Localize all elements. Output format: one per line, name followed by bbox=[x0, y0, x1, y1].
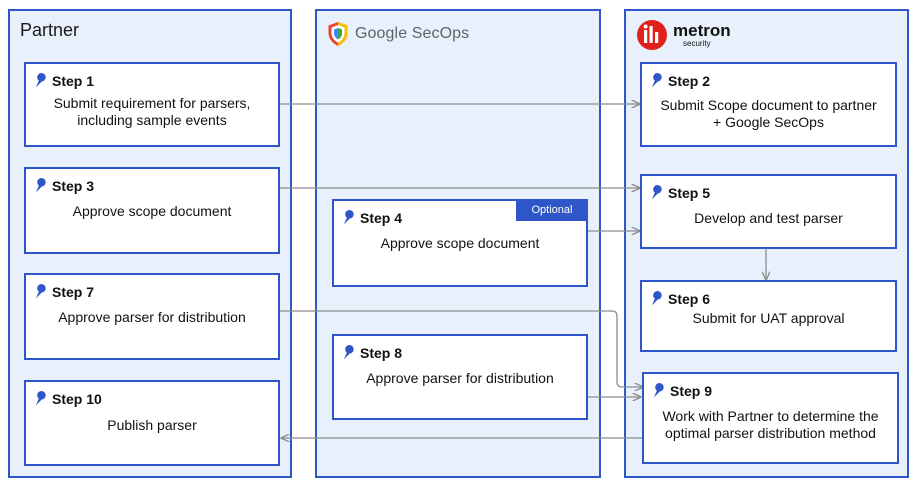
step-description: Publish parser bbox=[107, 417, 197, 433]
pushpin-icon bbox=[35, 283, 46, 299]
step-7-box: Step 7 Approve parser for distribution bbox=[24, 273, 280, 360]
step-description: Submit for UAT approval bbox=[692, 310, 845, 326]
metron-brand-subtext: security bbox=[683, 39, 711, 48]
pushpin-icon bbox=[35, 390, 46, 406]
lane-title-partner: Partner bbox=[20, 20, 80, 40]
google-secops-logo: Google SecOps bbox=[327, 20, 469, 48]
metron-logo: metron security bbox=[636, 18, 731, 52]
pushpin-icon bbox=[651, 290, 662, 306]
step-4-box: Optional Step 4 Approve scope document bbox=[332, 199, 588, 287]
step-9-box: Step 9 Work with Partner to determine th… bbox=[642, 372, 899, 464]
step-title: Step 4 bbox=[360, 209, 403, 226]
step-title: Step 9 bbox=[670, 382, 713, 399]
pushpin-icon bbox=[651, 72, 662, 88]
pushpin-icon bbox=[653, 382, 664, 398]
step-title: Step 1 bbox=[52, 72, 95, 89]
step-3-box: Step 3 Approve scope document bbox=[24, 167, 280, 254]
google-secops-brand-text: Google SecOps bbox=[355, 25, 470, 42]
pushpin-icon bbox=[35, 177, 46, 193]
metron-brand-text: metron bbox=[673, 21, 731, 40]
step-description: Approve scope document bbox=[72, 203, 232, 219]
step-8-box: Step 8 Approve parser for distribution bbox=[332, 334, 588, 420]
step-description: Submit requirement for parsers,including… bbox=[53, 95, 251, 128]
step-title: Step 6 bbox=[668, 290, 711, 307]
pushpin-icon bbox=[651, 184, 662, 200]
step-description: Approve parser for distribution bbox=[58, 309, 246, 325]
step-6-box: Step 6 Submit for UAT approval bbox=[640, 280, 897, 352]
pushpin-icon bbox=[35, 72, 46, 88]
step-description: Approve parser for distribution bbox=[366, 370, 554, 386]
step-5-box: Step 5 Develop and test parser bbox=[640, 174, 897, 249]
step-title: Step 8 bbox=[360, 344, 403, 361]
metron-logo-icon bbox=[637, 20, 667, 50]
pushpin-icon bbox=[343, 344, 354, 360]
step-title: Step 5 bbox=[668, 184, 711, 201]
step-title: Step 2 bbox=[668, 72, 711, 89]
step-description: Develop and test parser bbox=[694, 210, 843, 226]
step-1-box: Step 1 Submit requirement for parsers,in… bbox=[24, 62, 280, 147]
step-title: Step 3 bbox=[52, 177, 95, 194]
step-title: Step 10 bbox=[52, 390, 102, 407]
pushpin-icon bbox=[343, 209, 354, 225]
step-description: Submit Scope document to partner+ Google… bbox=[660, 97, 877, 130]
step-description: Approve scope document bbox=[380, 235, 540, 251]
step-title: Step 7 bbox=[52, 283, 95, 300]
google-secops-shield-icon bbox=[328, 22, 348, 46]
step-10-box: Step 10 Publish parser bbox=[24, 380, 280, 466]
step-2-box: Step 2 Submit Scope document to partner+… bbox=[640, 62, 897, 147]
optional-badge: Optional bbox=[516, 199, 588, 221]
